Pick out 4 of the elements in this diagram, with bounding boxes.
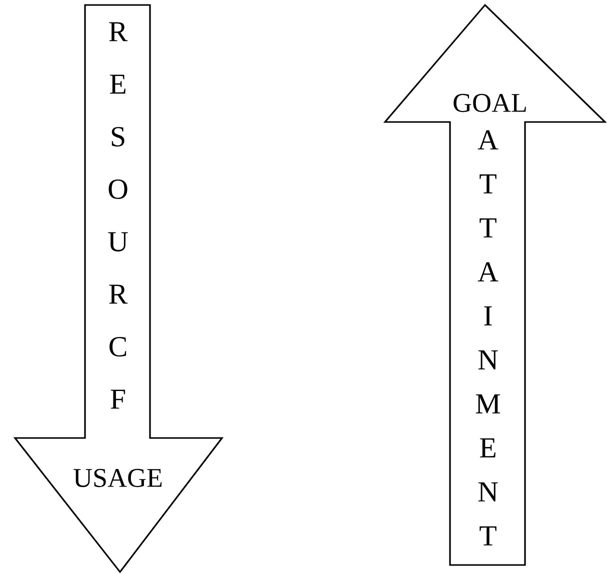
arrow-label: GOAL bbox=[454, 94, 526, 112]
vertical-text: ATTAINMENT bbox=[476, 130, 500, 546]
vertical-text: RESOURCF bbox=[108, 22, 128, 409]
arrow-label: USAGE bbox=[74, 468, 162, 488]
